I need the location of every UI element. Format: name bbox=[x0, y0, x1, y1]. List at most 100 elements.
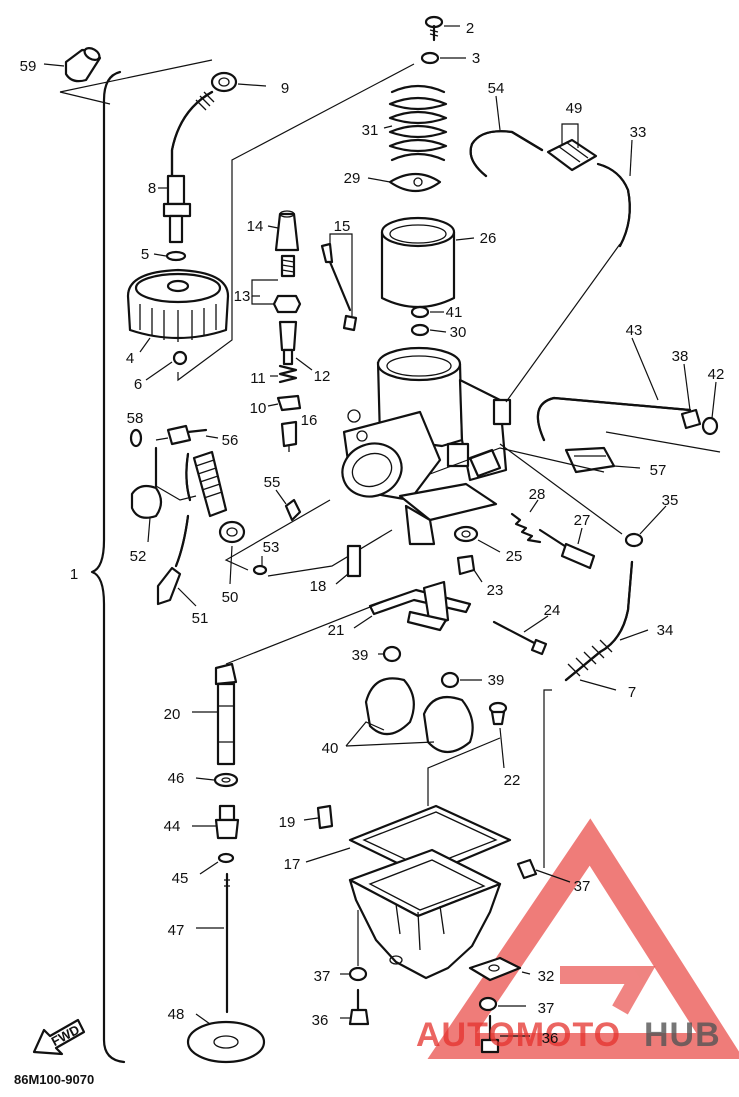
callout-45: 45 bbox=[172, 870, 189, 887]
part-23-cap bbox=[456, 554, 483, 583]
callout-37: 37 bbox=[574, 878, 591, 895]
callout-25: 25 bbox=[506, 548, 523, 565]
part-4-top-cap bbox=[126, 268, 230, 353]
watermark-logo bbox=[427, 818, 739, 1059]
callout-59: 59 bbox=[20, 58, 37, 75]
part-26-slide bbox=[380, 216, 475, 308]
part-49-joint bbox=[546, 123, 598, 172]
callout-32: 32 bbox=[538, 968, 555, 985]
part-choke-cable bbox=[185, 450, 228, 518]
part-24-pin bbox=[492, 615, 549, 656]
callout-33: 33 bbox=[630, 124, 647, 141]
callout-14: 14 bbox=[247, 218, 264, 235]
callout-1: 1 bbox=[70, 566, 78, 583]
callout-4: 4 bbox=[126, 350, 134, 367]
part-30-washer bbox=[410, 323, 447, 337]
callout-10: 10 bbox=[250, 400, 267, 417]
part-12-jet bbox=[278, 320, 313, 371]
part-45-oring bbox=[199, 852, 235, 875]
callout-9: 9 bbox=[281, 80, 289, 97]
callout-57: 57 bbox=[650, 462, 667, 479]
callout-11: 11 bbox=[250, 370, 266, 387]
cable-dashed-leader bbox=[177, 63, 415, 382]
callout-24: 24 bbox=[544, 602, 561, 619]
part-52-bracket bbox=[130, 446, 197, 543]
part-27-screw bbox=[538, 527, 596, 570]
part-29-plate bbox=[367, 172, 442, 193]
callout-19: 19 bbox=[279, 814, 296, 831]
part-48-gasket bbox=[186, 1013, 266, 1064]
part-55-plug bbox=[275, 489, 302, 522]
callout-54: 54 bbox=[488, 80, 505, 97]
part-58-clip bbox=[129, 428, 143, 448]
part-59-cap bbox=[43, 47, 102, 83]
callout-58: 58 bbox=[127, 410, 144, 427]
callout-30: 30 bbox=[450, 324, 467, 341]
callout-22: 22 bbox=[504, 772, 521, 789]
callout-44: 44 bbox=[164, 818, 181, 835]
callout-43: 43 bbox=[626, 322, 643, 339]
part-3-washer bbox=[420, 51, 466, 65]
part-9-hose bbox=[170, 90, 215, 178]
callout-35: 35 bbox=[662, 492, 679, 509]
callout-38: 38 bbox=[672, 348, 689, 365]
callout-15: 15 bbox=[334, 218, 351, 235]
callout-17: 17 bbox=[284, 856, 301, 873]
callout-49: 49 bbox=[566, 100, 583, 117]
part-39-pin-right bbox=[440, 671, 482, 689]
callout-39: 39 bbox=[352, 647, 369, 664]
carburetor-body bbox=[341, 346, 512, 546]
part-37-lower-right bbox=[478, 996, 526, 1012]
callout-21: 21 bbox=[328, 622, 345, 639]
callout-37: 37 bbox=[314, 968, 331, 985]
part-10-plate bbox=[267, 394, 302, 412]
part-17-gasket bbox=[305, 737, 512, 878]
part-36-screw-left bbox=[340, 988, 370, 1026]
fwd-arrow-icon: FWD bbox=[32, 1018, 86, 1056]
part-53-oring bbox=[224, 499, 393, 577]
callout-7: 7 bbox=[628, 684, 636, 701]
part-56-fitting bbox=[155, 424, 219, 446]
watermark-brand-second: HUB bbox=[644, 1016, 721, 1054]
callout-40: 40 bbox=[322, 740, 339, 757]
fwd-label: FWD bbox=[49, 1022, 82, 1049]
part-34-hose bbox=[564, 560, 649, 682]
drawing-code: 86M100-9070 bbox=[14, 1072, 94, 1087]
part-35-clip bbox=[624, 505, 667, 548]
part-31-spring bbox=[383, 84, 448, 162]
part-28-spring bbox=[510, 499, 542, 544]
callout-27: 27 bbox=[574, 512, 591, 529]
dashed-leaders-right bbox=[429, 243, 721, 535]
part-15-needle bbox=[320, 233, 358, 332]
part-2-screw bbox=[424, 15, 460, 42]
callout-48: 48 bbox=[168, 1006, 185, 1023]
part-41-clip bbox=[410, 305, 444, 319]
part-18-jet bbox=[335, 544, 362, 585]
float-bowl bbox=[348, 848, 502, 980]
part-44-jet bbox=[192, 804, 240, 840]
part-42-cap bbox=[701, 381, 719, 436]
callout-53: 53 bbox=[263, 539, 280, 556]
part-19-screw bbox=[303, 804, 334, 830]
callout-23: 23 bbox=[487, 582, 504, 599]
part-38-clip bbox=[680, 363, 702, 430]
callout-20: 20 bbox=[164, 706, 181, 723]
callout-2: 2 bbox=[466, 20, 474, 37]
part-6-screw bbox=[145, 350, 188, 381]
callout-50: 50 bbox=[222, 589, 239, 606]
part-9-nut bbox=[210, 71, 267, 93]
callout-55: 55 bbox=[264, 474, 281, 491]
callout-46: 46 bbox=[168, 770, 185, 787]
part-14-cap bbox=[267, 210, 300, 252]
watermark-brand-first: AUTOMOTO bbox=[416, 1016, 621, 1054]
callout-56: 56 bbox=[222, 432, 239, 449]
part-20-emulsion-tube bbox=[192, 595, 399, 766]
callout-6: 6 bbox=[134, 376, 142, 393]
part-22-screw bbox=[488, 701, 508, 769]
part-37-lower-left bbox=[340, 910, 368, 982]
callout-28: 28 bbox=[529, 486, 546, 503]
part-57-clip bbox=[564, 446, 641, 474]
